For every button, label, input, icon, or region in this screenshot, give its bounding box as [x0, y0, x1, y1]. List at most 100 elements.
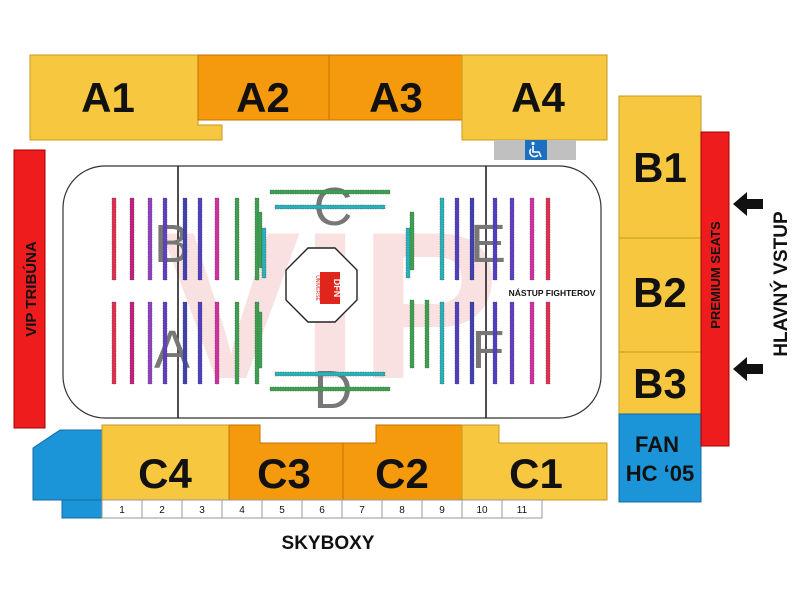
section-c1[interactable]: C1	[461, 424, 608, 501]
arrow-left-icon	[733, 357, 763, 381]
seat-row[interactable]	[405, 227, 411, 279]
section-b1-label: B1	[633, 144, 687, 191]
section-c2[interactable]: C2	[342, 424, 463, 501]
seat-row[interactable]	[261, 227, 267, 279]
skybox-label: SKYBOXY	[282, 533, 375, 554]
section-a1[interactable]: A1	[29, 54, 223, 141]
seat-row[interactable]	[162, 197, 168, 281]
seat-row[interactable]	[492, 197, 498, 281]
fan-section[interactable]: FAN HC ‘05	[618, 413, 702, 503]
section-b1[interactable]: B1	[618, 95, 702, 239]
skybox-number: 1	[119, 505, 125, 516]
skybox-number: 2	[159, 505, 165, 516]
seat-row[interactable]	[469, 301, 475, 385]
skybox-number: 4	[239, 505, 245, 516]
seat-row[interactable]	[529, 197, 535, 281]
vip-tribune-label: VIP TRIBÚNA	[22, 241, 40, 337]
section-c3-label: C3	[257, 450, 311, 497]
seat-row[interactable]	[257, 211, 263, 269]
section-a4-label: A4	[511, 74, 565, 121]
blue-corner-section[interactable]	[32, 429, 103, 519]
seat-row[interactable]	[234, 301, 240, 385]
seat-row[interactable]	[439, 301, 445, 385]
floor-seat-rows	[111, 189, 551, 392]
seat-row[interactable]	[509, 197, 515, 281]
seat-row[interactable]	[409, 211, 415, 271]
arena-floor: VIP B A C D E F DFN UNIVERSE NÁSTUP FIGH…	[62, 165, 602, 423]
seat-row[interactable]	[545, 197, 551, 281]
section-c4[interactable]: C4	[101, 424, 230, 501]
seat-row[interactable]	[182, 301, 188, 385]
seat-row[interactable]	[469, 197, 475, 281]
seat-row[interactable]	[454, 197, 460, 281]
seat-row[interactable]	[409, 299, 415, 369]
seat-row[interactable]	[234, 197, 240, 281]
seat-row[interactable]	[129, 197, 135, 281]
section-b2[interactable]: B2	[618, 237, 702, 353]
seat-row[interactable]	[439, 197, 445, 281]
section-a3-label: A3	[369, 74, 423, 121]
main-entrance-label: HLAVNÝ VSTUP	[770, 211, 792, 357]
skybox-number: 6	[319, 505, 325, 516]
skybox-number: 8	[399, 505, 405, 516]
seat-row[interactable]	[257, 311, 263, 369]
seat-row[interactable]	[269, 386, 391, 392]
seat-row[interactable]	[214, 197, 220, 281]
floor-zone-f: F	[472, 320, 505, 380]
section-b3-label: B3	[633, 360, 687, 407]
section-a2-label: A2	[236, 74, 290, 121]
skybox-number: 3	[199, 505, 205, 516]
ring-logo: DFN	[332, 279, 342, 298]
seat-row[interactable]	[197, 301, 203, 385]
seat-row[interactable]	[214, 301, 220, 385]
seat-row[interactable]	[197, 197, 203, 281]
section-c4-label: C4	[138, 450, 192, 497]
section-c1-label: C1	[509, 450, 563, 497]
seat-row[interactable]	[269, 189, 391, 195]
seat-row[interactable]	[274, 371, 386, 377]
premium-seats-label: PREMIUM SEATS	[708, 221, 723, 329]
skybox-row: 1 2 3 4 5 6 7 8 9 10 11	[101, 499, 543, 519]
seat-row[interactable]	[529, 301, 535, 385]
seat-row[interactable]	[182, 197, 188, 281]
skybox-number: 7	[359, 505, 365, 516]
floor-zone-e: E	[470, 214, 506, 274]
skybox-11[interactable]	[501, 499, 543, 519]
seat-row[interactable]	[545, 301, 551, 385]
section-c3[interactable]: C3	[228, 424, 344, 501]
seat-row[interactable]	[147, 197, 153, 281]
seat-row[interactable]	[111, 197, 117, 281]
section-c2-label: C2	[375, 450, 429, 497]
seat-row[interactable]	[509, 301, 515, 385]
seat-row[interactable]	[454, 301, 460, 385]
seat-row[interactable]	[129, 301, 135, 385]
ring-logo-sub: UNIVERSE	[314, 275, 320, 301]
section-b2-label: B2	[633, 269, 687, 316]
section-a4[interactable]: A4	[461, 54, 608, 141]
seat-row[interactable]	[111, 301, 117, 385]
skybox-number: 11	[517, 505, 528, 516]
wheelchair-icon	[529, 141, 542, 158]
section-a3[interactable]: A3	[328, 54, 463, 121]
octagon-ring: DFN UNIVERSE	[285, 247, 358, 323]
fan-section-label-2: HC ‘05	[626, 461, 694, 486]
skybox-number: 10	[476, 505, 488, 516]
section-b3[interactable]: B3	[618, 351, 702, 415]
vip-tribune[interactable]: VIP TRIBÚNA	[13, 149, 46, 429]
seat-row[interactable]	[424, 299, 430, 369]
main-entrance: HLAVNÝ VSTUP	[733, 192, 792, 381]
skybox-number: 9	[439, 505, 445, 516]
ring-logo-badge	[320, 272, 340, 304]
seat-row[interactable]	[147, 301, 153, 385]
fighter-entrance-label: NÁSTUP FIGHTEROV	[509, 288, 596, 298]
skybox-number: 5	[279, 505, 285, 516]
premium-seats[interactable]: PREMIUM SEATS	[700, 131, 730, 447]
section-a2[interactable]: A2	[197, 54, 330, 121]
seat-row[interactable]	[492, 301, 498, 385]
seat-row[interactable]	[162, 301, 168, 385]
accessible-seating[interactable]	[494, 140, 576, 160]
section-a1-label: A1	[81, 74, 135, 121]
arrow-left-icon	[733, 192, 763, 216]
seat-row[interactable]	[274, 204, 386, 210]
